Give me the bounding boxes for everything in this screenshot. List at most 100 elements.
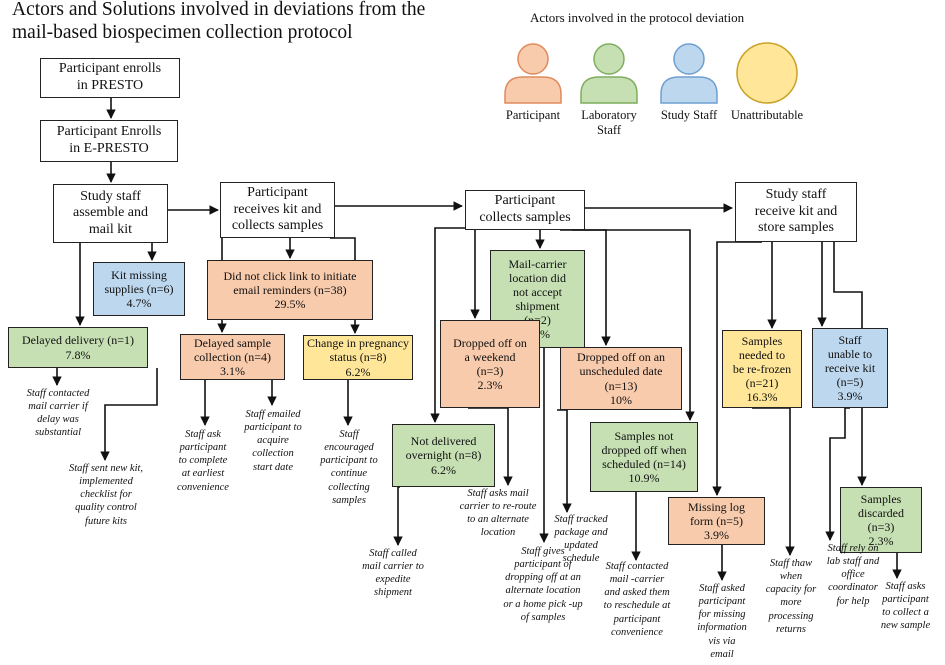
box-line: 10.9%: [628, 471, 660, 486]
box-line: 3.9%: [837, 389, 863, 404]
solution-line: Staff ask: [185, 429, 221, 440]
box-line: 29.5%: [274, 297, 306, 312]
solution-line: participant: [613, 613, 661, 625]
box-line: Participant: [247, 185, 308, 201]
solution-line: processing: [768, 610, 814, 622]
box-line: 2.3%: [477, 378, 503, 393]
box-line: (n=5): [836, 375, 864, 390]
box-line: 3.1%: [219, 364, 245, 379]
solution-line: Staff called: [369, 548, 417, 559]
box-line: Dropped off on: [453, 335, 527, 350]
legend-actor-label: Participant: [488, 108, 578, 123]
solution-line: encouraged: [324, 442, 374, 454]
solution-line: lab staff and: [826, 556, 880, 568]
title-line-1: Actors and Solutions involved in deviati…: [12, 0, 426, 20]
box-line: Samples: [741, 333, 783, 348]
legend-label-line: Participant: [505, 108, 561, 122]
box-line: needed to: [738, 347, 786, 362]
box-line: Delayed delivery (n=1): [21, 333, 135, 348]
solution-line: location: [480, 527, 516, 539]
box-line: 10%: [610, 392, 632, 407]
box-line: collects samples: [231, 218, 324, 234]
solution-line: Staff asks: [885, 581, 926, 592]
person-icon: [580, 43, 638, 104]
solution-line: future kits: [85, 515, 127, 527]
box-line: receive kit: [824, 360, 876, 375]
solution-line: of samples: [520, 611, 566, 623]
legend-label-line: Study Staff: [660, 108, 718, 122]
solution-line: mail -carrier: [609, 574, 665, 586]
box-line: unscheduled date: [579, 364, 663, 379]
solution-line: for missing: [698, 609, 746, 621]
solution-line: delay was: [37, 414, 79, 426]
solution-line: Staff emailed: [245, 409, 301, 420]
solution-line: Staff sent new kit,: [68, 463, 144, 474]
box-line: be re-frozen: [732, 361, 792, 376]
box-line: Samples: [860, 491, 902, 506]
solution-line: shipment: [374, 587, 412, 599]
solution-line: quality control: [75, 502, 137, 514]
box-line: 7.8%: [65, 347, 91, 362]
solution-line: office: [841, 569, 865, 581]
legend-actor-label: Study Staff: [644, 108, 734, 123]
box-line: Participant Enrolls: [56, 124, 162, 140]
solution-line: coordinator: [828, 582, 878, 594]
box-line: Samples not: [614, 428, 674, 443]
legend-title: Actors involved in the protocol deviatio…: [530, 10, 745, 25]
solution-line: at earliest: [181, 468, 225, 480]
solution-line: participant: [882, 594, 929, 606]
solution-line: convenience: [177, 481, 229, 493]
box-line: email reminders (n=38): [233, 282, 347, 297]
box-line: collection (n=4): [193, 349, 272, 364]
box-line: Kit missing: [111, 267, 167, 282]
title-line-2: mail-based biospecimen collection protoc…: [12, 22, 353, 44]
box-line: 16.3%: [746, 390, 778, 405]
box-line: Participant: [494, 193, 556, 209]
solution-line: participant to: [320, 455, 378, 467]
box-line: 6.2%: [345, 364, 371, 379]
solution-line: to complete: [178, 455, 228, 467]
solution-line: collection: [252, 448, 294, 460]
solution-line: Staff rely on: [827, 543, 879, 554]
person-icon: [504, 43, 562, 104]
box-line: (n=3): [476, 364, 504, 378]
box-line: 6.2%: [431, 462, 456, 477]
box-text: Delayed delivery (n=1)7.8%: [22, 333, 134, 361]
solution-line: implemented: [79, 476, 133, 488]
solution-line: Staff asked: [699, 583, 745, 594]
solution-line: participant to: [244, 422, 302, 434]
box-line: in PRESTO: [76, 78, 144, 93]
solution-line: participant of: [514, 559, 572, 571]
box-line: Did not click link to initiate: [223, 268, 357, 283]
box-line: location did: [509, 270, 566, 285]
